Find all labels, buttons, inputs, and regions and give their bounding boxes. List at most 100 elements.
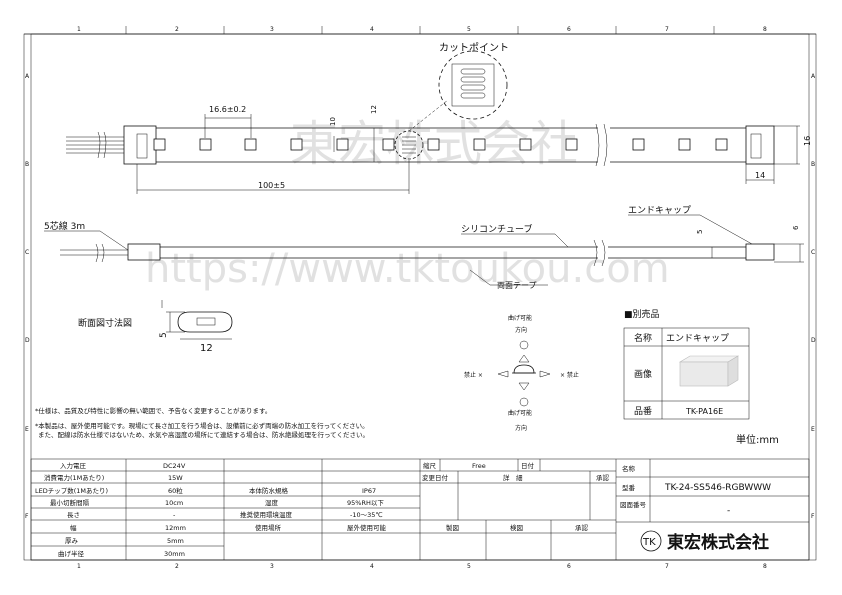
led-chip xyxy=(244,138,257,151)
accessory-row-label: 品番 xyxy=(634,405,652,417)
width-dim-12: 12 xyxy=(370,105,378,114)
col-label: 8 xyxy=(763,563,767,570)
arrow-down-icon xyxy=(518,382,530,391)
top-view-strip: カットポイント 16.6±0.2 100±5 10 12 16 14 xyxy=(66,42,812,194)
spec-label: 本体防水規格 xyxy=(249,486,289,495)
led-chip xyxy=(473,138,486,151)
row-label: A xyxy=(25,73,30,80)
spec-value: 30mm xyxy=(164,550,185,558)
accessory-row-label: 名称 xyxy=(634,332,652,344)
led-chip xyxy=(382,138,395,151)
spec-table: 入力電圧 DC24V 消費電力(1Mあたり) 15W LEDチップ数(1Mあたり… xyxy=(30,458,810,561)
spec-value: -10～35℃ xyxy=(350,511,383,519)
change-date-label: 変更日付 xyxy=(422,473,449,482)
row-label: B xyxy=(25,161,29,168)
led-chip xyxy=(678,138,691,151)
cs-width-dim: 12 xyxy=(200,343,213,354)
col-label: 1 xyxy=(77,563,81,570)
row-label: E xyxy=(25,426,29,433)
col-label: 4 xyxy=(370,26,374,33)
led-chip xyxy=(715,138,728,151)
led-chip xyxy=(632,138,645,151)
spec-label: 入力電圧 xyxy=(60,461,87,470)
notes: *仕様は、品質及び特性に影響の無い範囲で、予告なく変更することがあります。 *本… xyxy=(35,406,369,439)
watermark-url: https://www.tktoukou.com xyxy=(145,246,670,292)
bend-bottom-line1: 曲げ可能 xyxy=(508,409,532,417)
title-model-label: 型番 xyxy=(622,483,636,492)
cross-section-label: 断面図寸法図 xyxy=(78,317,132,329)
spec-value: 60粒 xyxy=(168,486,183,495)
spec-value: 屋外使用可能 xyxy=(347,523,387,532)
unit-label: 単位:mm xyxy=(736,433,779,446)
title-model-value: TK-24-SS546-RGBWWW xyxy=(664,483,771,493)
cap-length-dim: 14 xyxy=(755,171,765,180)
cap-height-dim: 16 xyxy=(803,136,812,146)
spec-value: DC24V xyxy=(163,462,186,470)
side-dim-6: 6 xyxy=(792,225,800,230)
spec-value: 5mm xyxy=(167,537,184,545)
note-3: また、配線は防水仕様ではないため、水気や高湿度の場所にて連結する場合は、防水絶縁… xyxy=(38,430,369,439)
led-chip xyxy=(290,138,303,151)
approved-label: 承認 xyxy=(575,523,589,532)
silicone-tube-label: シリコンチューブ xyxy=(461,223,532,235)
company-logo-mark: TK xyxy=(642,537,656,548)
spec-label: LEDチップ数(1Mあたり) xyxy=(35,486,108,495)
scale-label: 縮尺 xyxy=(423,461,437,470)
title-drawing-no-value: - xyxy=(727,506,730,516)
length-dimension: 100±5 xyxy=(258,181,285,190)
led-chips xyxy=(153,138,728,151)
spec-label: 最小切断間隔 xyxy=(50,498,90,507)
pitch-dimension: 16.6±0.2 xyxy=(209,105,246,114)
bend-bottom-line2: 方向 xyxy=(515,424,527,432)
title-block: 名称 型番 図面番号 TK-24-SS546-RGBWWW - TK 東宏株式会… xyxy=(616,459,809,553)
spec-value: - xyxy=(173,511,176,519)
bend-top-line2: 方向 xyxy=(515,326,527,334)
side-end-cap xyxy=(745,243,775,261)
drawn-label: 製図 xyxy=(446,523,459,532)
end-cap-label: エンドキャップ xyxy=(628,205,691,216)
cut-point-detail xyxy=(438,50,508,120)
col-label: 5 xyxy=(467,563,471,570)
col-label: 8 xyxy=(763,26,767,33)
accessory-heading: ■別売品 xyxy=(624,308,660,320)
bend-left-prohibited: 禁止 × xyxy=(464,371,483,379)
row-label: A xyxy=(811,73,816,80)
spec-label: 長さ xyxy=(67,511,80,519)
arrow-left-icon xyxy=(497,370,509,378)
spec-value: 95%RH以下 xyxy=(347,499,384,507)
col-label: 3 xyxy=(270,26,274,33)
end-cap-image xyxy=(678,355,740,387)
accessory-row-label: 画像 xyxy=(634,368,652,380)
arrow-right-icon xyxy=(539,370,551,378)
col-label: 1 xyxy=(77,26,81,33)
spec-value: IP67 xyxy=(362,487,376,495)
led-chip xyxy=(427,138,440,151)
approve-label: 承認 xyxy=(596,473,610,482)
revision-block: 縮尺 Free 日付 変更日付 詳 細 承認 製図 検図 承認 xyxy=(420,459,617,560)
col-label: 6 xyxy=(567,563,571,570)
wire-label: 5芯線 3m xyxy=(44,220,85,232)
accessory-row-value: エンドキャップ xyxy=(666,333,729,344)
bend-right-prohibited: × 禁止 xyxy=(560,371,579,379)
spec-value: 15W xyxy=(168,474,183,482)
row-label: C xyxy=(25,249,29,256)
detail-label: 詳 細 xyxy=(503,473,523,482)
height-dim-10: 10 xyxy=(329,117,337,126)
row-label: E xyxy=(811,426,815,433)
cross-section: 断面図寸法図 5 12 xyxy=(78,300,233,354)
led-chip xyxy=(565,138,578,151)
accessory-table: ■別売品 名称 エンドキャップ 画像 品番 TK-PA16E xyxy=(623,308,750,420)
spec-value: 12mm xyxy=(165,524,186,532)
spec-label: 推奨使用環境温度 xyxy=(240,510,293,519)
bend-direction-diagram: 曲げ可能 方向 曲げ可能 方向 禁止 × × 禁止 xyxy=(464,314,579,432)
spec-label: 厚み xyxy=(65,537,79,545)
col-label: 2 xyxy=(175,563,179,570)
led-chip xyxy=(199,138,212,151)
company-name: 東宏株式会社 xyxy=(667,532,769,553)
cs-height-dim: 5 xyxy=(159,332,169,338)
led-chip xyxy=(519,138,532,151)
spec-label: 消費電力(1Mあたり) xyxy=(44,473,104,482)
row-label: B xyxy=(811,161,815,168)
row-label: C xyxy=(811,249,815,256)
